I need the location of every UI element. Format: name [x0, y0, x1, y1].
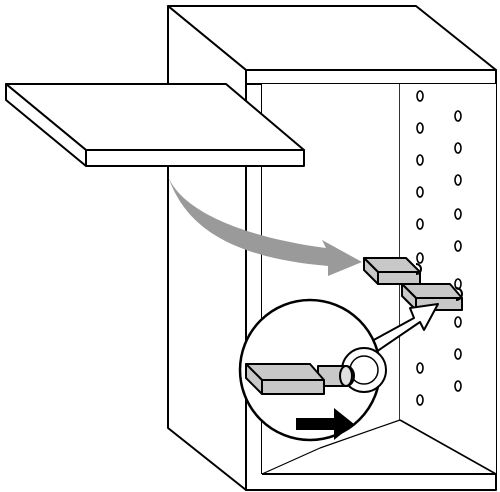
pin-hole [454, 316, 462, 328]
pin-hole [416, 394, 424, 406]
detail-pin-shaft [317, 365, 355, 387]
placement-arrow [168, 176, 362, 276]
pin-hole [454, 110, 462, 122]
pin-hole [454, 142, 462, 154]
shelf-pin-upper [363, 257, 422, 285]
pin-hole [454, 174, 462, 186]
pin-hole [416, 154, 424, 166]
pin-hole [416, 122, 424, 134]
shelf-front-edge [85, 149, 305, 167]
pin-hole [416, 252, 424, 264]
shelf-pin-holes [416, 90, 462, 406]
cabinet-floor-back-edge [399, 419, 497, 475]
cabinet-right-inner-wall [400, 84, 496, 474]
pin-hole [416, 362, 424, 374]
pin-hole [416, 186, 424, 198]
magnifier-connector-arrow [369, 303, 439, 353]
pin-hole [454, 240, 462, 252]
insert-direction-arrow [296, 408, 354, 440]
cabinet-floor-left-edge [261, 447, 321, 475]
pin-hole [454, 380, 462, 392]
pin-hole [454, 208, 462, 220]
detail-magnifier [238, 298, 439, 442]
pin-hole [454, 348, 462, 360]
pin-hole [416, 218, 424, 230]
cabinet-left-side [167, 5, 247, 491]
loose-shelf-panel [5, 83, 305, 167]
shelf-left-edge [5, 83, 87, 167]
detail-pin-plate [245, 363, 325, 395]
curved-arrow-icon [168, 176, 362, 276]
pin-hole [416, 90, 424, 102]
cabinet-floor-right-edge [319, 419, 401, 449]
arrow-right-icon [296, 408, 354, 440]
